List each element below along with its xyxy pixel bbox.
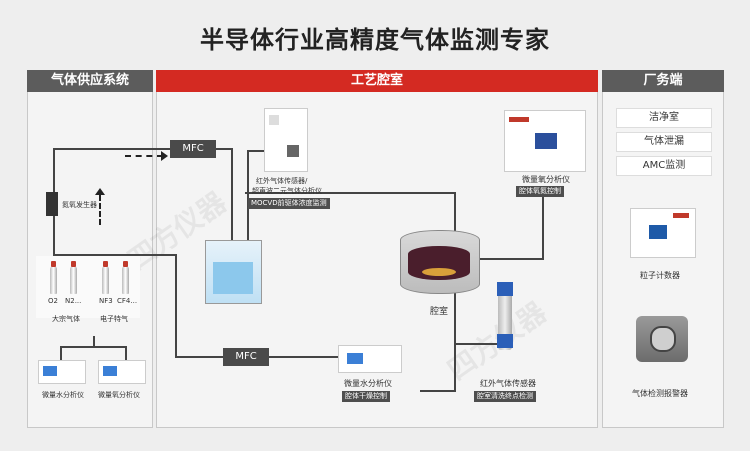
particle-counter-device	[630, 208, 696, 258]
particle-counter-label: 粒子计数器	[640, 271, 680, 280]
pipe	[245, 192, 455, 194]
ir-sensor-2-base	[497, 334, 513, 348]
bulk-gas-label: 大宗气体	[52, 315, 80, 323]
pipe	[175, 356, 223, 358]
gas-detector-device	[636, 316, 688, 362]
device-logo	[509, 117, 529, 122]
cylinder-valve-icon	[103, 261, 108, 267]
device-screen	[103, 366, 117, 376]
flow-arrow	[125, 155, 163, 157]
pipe	[53, 254, 176, 256]
pipe	[125, 346, 127, 360]
pipe	[60, 346, 62, 360]
cylinder-label: N2...	[65, 297, 82, 305]
device-screen	[649, 225, 667, 239]
specialty-gas-label: 电子特气	[100, 315, 128, 323]
arrow-head-icon	[95, 188, 105, 195]
mfc-bottom: MFC	[223, 348, 269, 366]
gas-detector-label: 气体检测报警器	[632, 389, 688, 398]
pipe	[269, 356, 349, 358]
ir-sensor-2-tag: 腔室清洗终点检测	[474, 391, 536, 402]
gas-cylinder-icon	[50, 266, 57, 294]
pipe	[93, 336, 95, 347]
oxygen-analyzer-device	[504, 110, 586, 172]
pipe	[454, 292, 456, 392]
pipe	[542, 195, 544, 260]
wafer-icon	[422, 268, 456, 276]
device-panel	[269, 115, 279, 125]
oxygen-analyzer-tag: 腔体氧氮控制	[516, 186, 564, 197]
device-screen	[43, 366, 57, 376]
process-chamber-header: 工艺腔室	[156, 70, 598, 92]
cylinder-valve-icon	[71, 261, 76, 267]
page-title: 半导体行业高精度气体监测专家	[200, 26, 550, 54]
pipe	[420, 390, 456, 392]
flow-arrow	[99, 195, 101, 225]
generator-label: 氮氧发生器	[62, 201, 97, 209]
pipe	[53, 148, 170, 150]
device-panel	[287, 145, 299, 157]
ir-sensor-device	[264, 108, 308, 172]
cylinder-valve-icon	[51, 261, 56, 267]
pipe	[454, 192, 456, 252]
moisture-analyzer-device	[338, 345, 402, 373]
gas-cylinder-icon	[70, 266, 77, 294]
cylinder-valve-icon	[123, 261, 128, 267]
gas-leak-item: 气体泄漏	[616, 132, 712, 152]
device-screen	[347, 353, 363, 364]
moisture-analyzer-label: 微量水分析仪	[344, 379, 392, 388]
moisture-analyzer-tag: 腔体干燥控制	[342, 391, 390, 402]
pipe	[175, 254, 177, 357]
ir-sensor-2-device	[498, 284, 512, 350]
oxygen-analyzer-label: 微量氧分析仪	[98, 391, 140, 399]
device-logo	[673, 213, 689, 218]
precursor-liquid	[213, 262, 253, 294]
gas-cylinder-icon	[102, 266, 109, 294]
pipe	[216, 148, 232, 150]
pipe	[60, 346, 126, 348]
cylinder-label: NF3	[99, 297, 113, 305]
gas-cylinder-icon	[122, 266, 129, 294]
facility-header: 厂务端	[602, 70, 724, 92]
ir-sensor-tag: MOCVD前驱体浓度监测	[248, 198, 330, 209]
gas-supply-header: 气体供应系统	[27, 70, 153, 92]
amc-monitor-item: AMC监测	[616, 156, 712, 176]
moisture-analyzer-label: 微量水分析仪	[42, 391, 84, 399]
moisture-analyzer-device	[38, 360, 86, 384]
oxygen-analyzer-device	[98, 360, 146, 384]
chamber-label: 腔室	[430, 307, 449, 317]
pipe	[456, 343, 506, 345]
cylinder-label: CF4...	[117, 297, 138, 305]
cleanroom-item: 洁净室	[616, 108, 712, 128]
mfc-top: MFC	[170, 140, 216, 158]
pipe	[231, 148, 233, 248]
arrow-head-icon	[161, 151, 168, 161]
device-screen	[535, 133, 557, 149]
nitrogen-generator	[46, 192, 58, 216]
ir-sensor-label: 红外气体传感器/	[256, 177, 308, 185]
oxygen-analyzer-label: 微量氧分析仪	[522, 175, 570, 184]
cylinder-label: O2	[48, 297, 58, 305]
pipe	[475, 258, 543, 260]
ir-sensor-2-label: 红外气体传感器	[480, 379, 536, 388]
detector-window	[650, 326, 676, 352]
pipe	[247, 150, 269, 152]
ir-sensor-label: 超声波二元气体分析仪	[252, 187, 322, 195]
ir-sensor-2-head	[497, 282, 513, 296]
pipe	[247, 150, 249, 240]
